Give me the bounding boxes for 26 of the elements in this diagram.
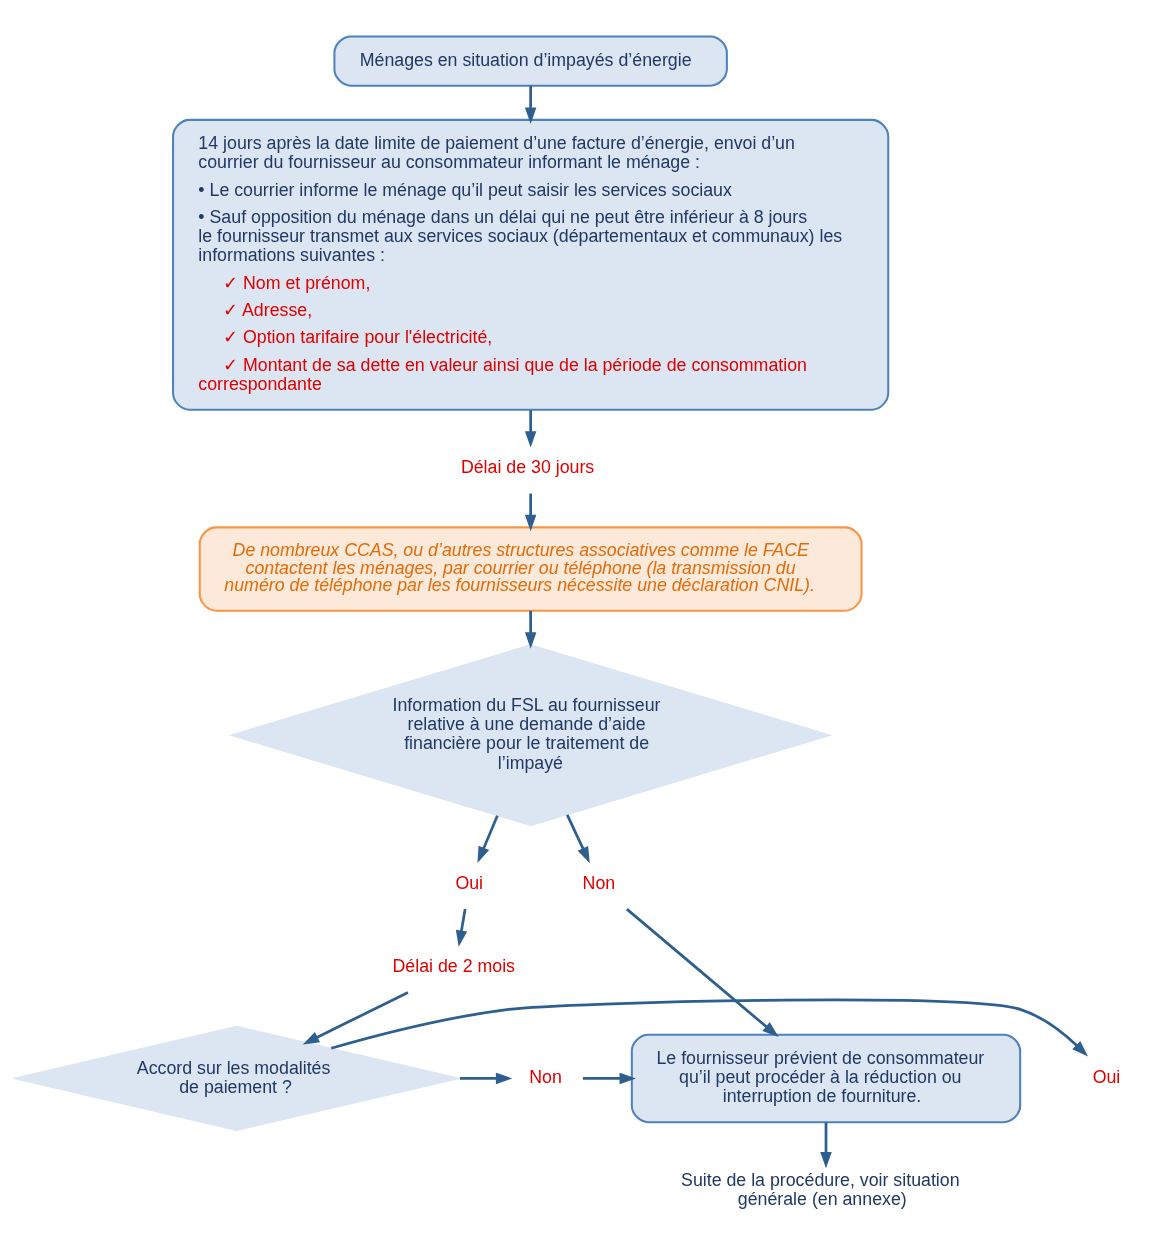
node-text: Non [582,872,616,893]
arrow [459,1072,513,1085]
arrow [302,991,409,1045]
arrow [582,1072,636,1085]
node-diamond: Information du FSL au fournisseur relative à une demande d’aide financière pour le traitement de l’impayé [228,644,833,827]
arrow [524,610,537,649]
arrow [477,815,499,864]
arrow [820,1122,832,1169]
arrow [524,410,537,448]
node-text: Oui [455,872,484,893]
arrow [625,908,779,1038]
node-diamond: Accord sur les modalités de paiement ? [13,1025,461,1132]
node-box: 14 jours après la date limite de paiement d’une facture d’énergie, envoi d’un courrier du fournisseur au consommateur informant le ménage : • Le courrier informe le ménage qu’il peut saisir les services sociaux • Sauf opposition du ménage dans un délai qui ne peut être inférieur à 8 jours le fournisseur transmet aux services sociaux (départementaux et communaux) les informations suivantes : ✓ Nom et prénom, ✓ Adresse, ✓ Option tarifaire pour l'électricité, ✓ Montant de sa dette en valeur ainsi que de la période de consommation correspondante [172,118,890,411]
node-text: Oui [1092,1067,1121,1088]
node-text: Suite de la procédure, voir situation générale (en annexe) [681,1169,960,1209]
node-text: Non [529,1067,562,1088]
node-box: Ménages en situation d’impayés d’énergie [333,35,728,87]
arrow [524,493,537,532]
arrow [524,85,537,124]
arrow [566,814,590,864]
node-text: Délai de 30 jours [460,457,595,478]
arrow [330,998,1088,1057]
arrow [455,908,468,947]
node-box: De nombreux CCAS, ou d’autres structures associatives comme le FACE contactent les ménages, par courrier ou téléphone (la transmission du numéro de téléphone par les fournisseurs nécessite une déclaration CNIL). [198,526,863,612]
node-box: Le fournisseur prévient de consommateur qu’il peut procéder à la réduction ou interruption de fourniture. [630,1033,1022,1124]
node-text: Délai de 2 mois [392,956,515,977]
